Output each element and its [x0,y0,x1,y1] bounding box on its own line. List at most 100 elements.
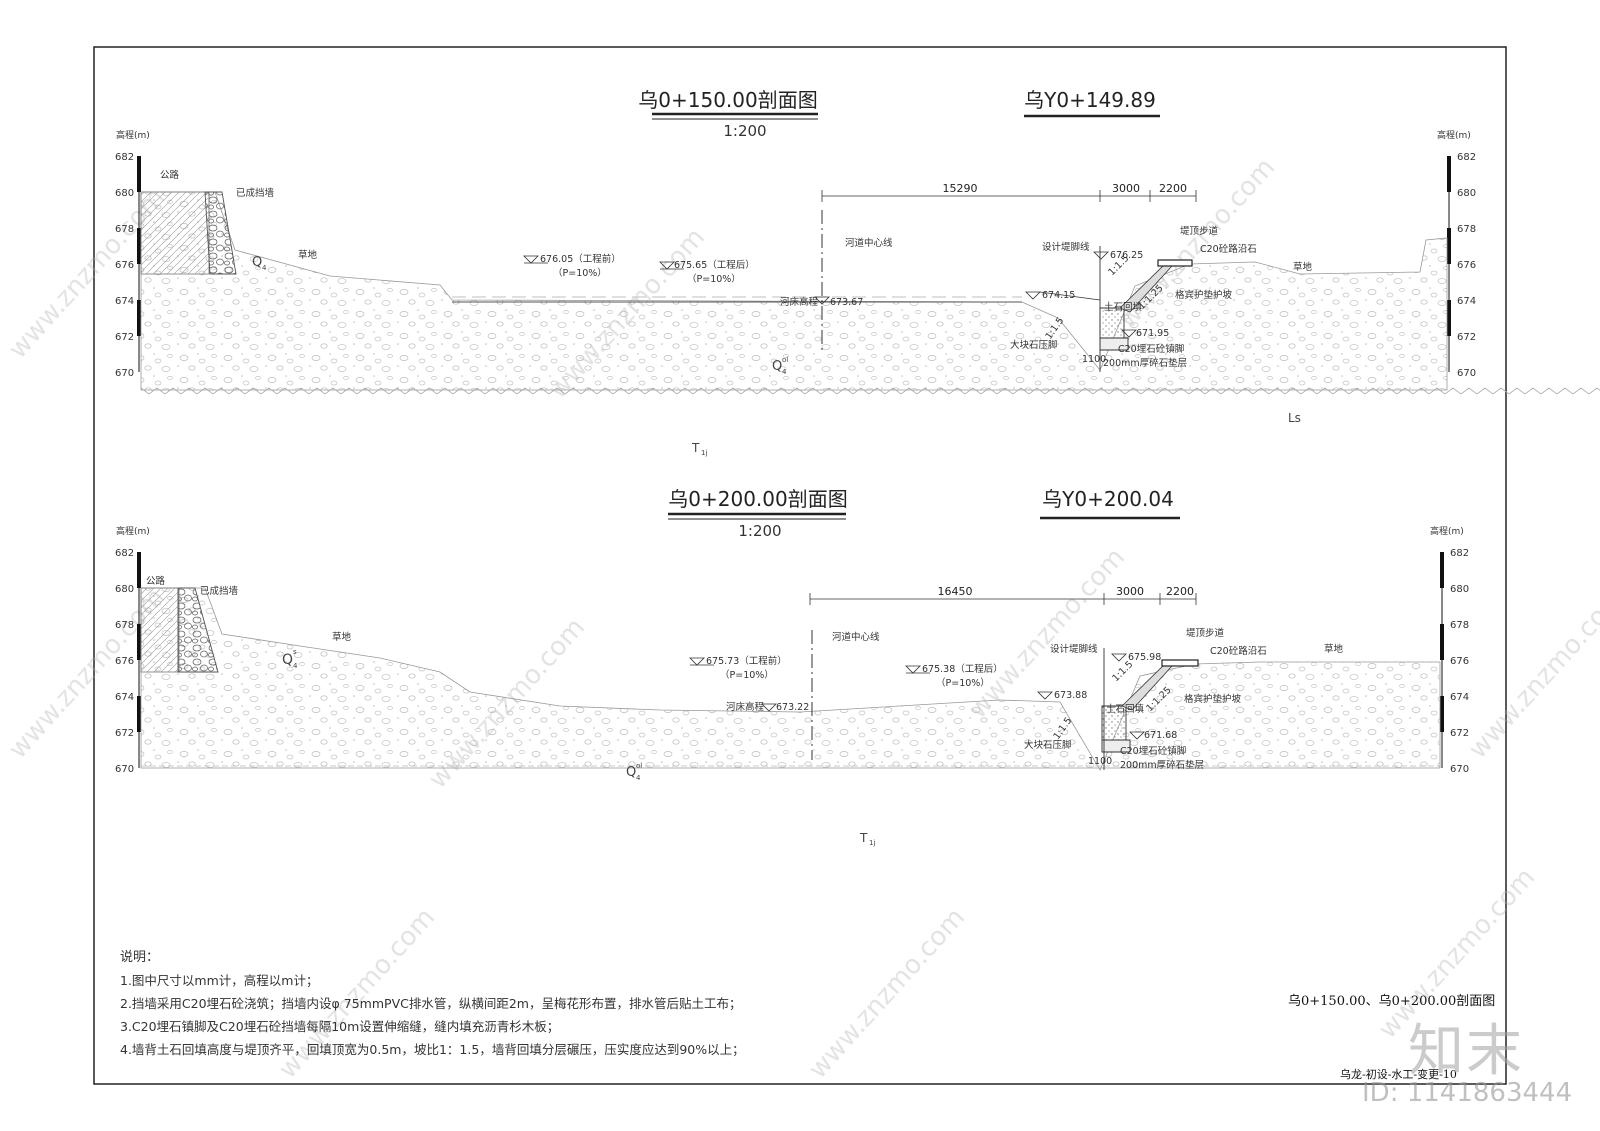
label-crest-val: 675.98 [1128,652,1161,663]
label-walkway: 堤顶步道 [1186,627,1225,639]
watermark-logo: 知末 [1408,1019,1524,1084]
label-grass-right: 草地 [1293,261,1313,273]
label-wl-after-p: （P=10%） [687,273,741,285]
label-grass: 草地 [298,249,318,261]
svg-text:1j: 1j [869,839,875,847]
label-stone-wall: 土石回填 [1104,301,1143,313]
section-2: 乌0+200.00剖面图 1:200 乌Y0+200.04 高程(m) 高程(m… [115,487,1469,847]
ground-profile [140,587,1441,771]
svg-text:670: 670 [1457,368,1476,379]
label-q4: Q [282,652,293,668]
bedrock-line [140,387,1600,395]
dim-crest: 2200 [1159,182,1187,195]
label-riprap: 大块石压脚 [1024,739,1072,751]
label-wall: 已成挡墙 [236,187,275,199]
elevation-scale-left [137,156,141,372]
label-toe-val: 674.15 [1042,290,1075,301]
road-fill [140,191,210,275]
svg-text:682: 682 [115,152,134,163]
svg-text:682: 682 [115,548,134,559]
svg-text:680: 680 [1450,584,1469,595]
section-title: 乌0+150.00剖面图 [638,88,817,112]
axis-label-right: 高程(m) [1437,129,1471,141]
label-riprap: 大块石压脚 [1010,339,1058,351]
label-grass-right: 草地 [1324,643,1344,655]
dim-main: 16450 [938,585,973,598]
svg-text:676: 676 [115,260,134,271]
label-riverbed-val: 673.22 [776,702,809,713]
label-riverbed: 河床高程 [726,701,765,713]
label-crest-val: 676.25 [1110,250,1143,261]
section-title: 乌0+200.00剖面图 [668,487,847,511]
label-w1100: 1100 [1082,354,1106,365]
sheet-border [93,46,1507,1085]
label-wl-before-p: （P=10%） [720,669,774,681]
svg-text:672: 672 [1457,332,1476,343]
svg-text:674: 674 [1450,692,1469,703]
label-base-val: 671.68 [1144,730,1177,741]
existing-wall [204,191,237,275]
ground-profile [140,191,1448,391]
svg-text:678: 678 [1450,620,1469,631]
elevation-scale-left [137,552,141,768]
label-wl-after-p: （P=10%） [936,677,990,689]
dim-main: 15290 [943,182,978,195]
crest-walkway [1161,659,1199,667]
svg-text:676: 676 [115,656,134,667]
drawing-number: 乌龙-初设-水工-变更-10 [1340,1068,1457,1081]
svg-text:4: 4 [782,368,787,376]
svg-text:www.znzmo.com: www.znzmo.com [803,903,971,1085]
svg-text:4: 4 [262,264,267,272]
svg-text:678: 678 [115,224,134,235]
label-ls: Ls [1288,411,1301,425]
section-1: 乌0+150.00剖面图 1:200 乌Y0+149.89 高程(m) 高程(m… [115,88,1600,457]
svg-text:680: 680 [1457,188,1476,199]
svg-text:682: 682 [1457,152,1476,163]
axis-label-left: 高程(m) [116,129,150,141]
label-design-toe: 设计堤脚线 [1050,643,1098,655]
svg-text:680: 680 [115,584,134,595]
label-road: 公路 [160,169,180,181]
svg-text:4: 4 [636,774,641,782]
label-wl-after: 675.65（工程后） [674,259,755,271]
notes-heading: 说明： [120,950,160,965]
label-q4: Q [252,255,262,270]
svg-text:s: s [293,648,297,656]
svg-text:672: 672 [1450,728,1469,739]
existing-wall [177,587,219,673]
label-toe-block: C20埋石砼镇脚 [1118,343,1184,355]
svg-text:1j: 1j [701,449,707,457]
label-wl-before-p: （P=10%） [553,267,607,279]
section-scale: 1:200 [738,522,781,540]
svg-text:678: 678 [1457,224,1476,235]
note-item: 4.墙背土石回填高度与堤顶齐平，回填顶宽为0.5m，坡比1：1.5，墙背回填分层… [120,1042,745,1057]
note-item: 2.挡墙采用C20埋石砼浇筑；挡墙内设φ 75mmPVC排水管，纵横间距2m，呈… [120,996,742,1011]
label-riverbed: 河床高程 [780,296,819,308]
label-design-toe: 设计堤脚线 [1042,241,1090,253]
svg-text:4: 4 [293,662,298,670]
axis-label-right: 高程(m) [1430,525,1464,537]
svg-text:670: 670 [115,764,134,775]
label-wl-after: 675.38（工程后） [922,663,1003,675]
label-t1: T [691,441,700,455]
label-wall: 已成挡墙 [200,585,239,597]
note-item: 1.图中尺寸以mm计，高程以m计； [120,973,319,988]
svg-text:ol: ol [782,356,788,364]
dim-slope: 3000 [1112,182,1140,195]
svg-text:ol: ol [636,762,642,770]
label-riverbed-val: 673.67 [830,297,863,308]
label-lawn-slope: 格宾护垫护坡 [1184,693,1242,705]
dimension-line [821,190,1197,202]
svg-text:www.znzmo.com: www.znzmo.com [1463,583,1600,765]
section-scale: 1:200 [723,122,766,140]
label-centerline: 河道中心线 [832,631,880,643]
label-gravel: 200mm厚碎石垫层 [1120,759,1204,771]
dim-crest: 2200 [1166,585,1194,598]
drawing-title: 乌0+150.00、乌0+200.00剖面图 [1288,994,1496,1009]
label-q4ol: Q [626,765,636,780]
toe-block [1101,739,1131,753]
dim-slope: 3000 [1116,585,1144,598]
label-q4ol: Q [772,359,782,374]
svg-text:682: 682 [1450,548,1469,559]
